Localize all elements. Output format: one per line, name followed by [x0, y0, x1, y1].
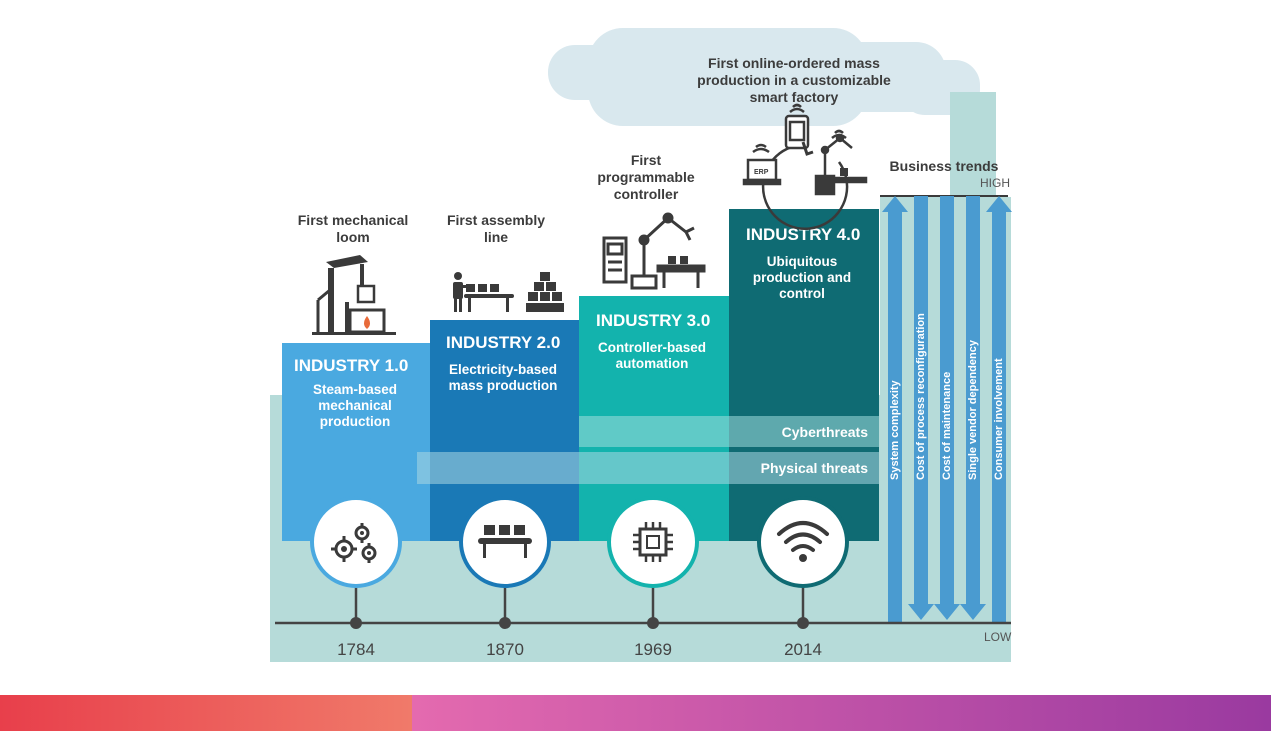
physical-threats-band — [417, 452, 879, 484]
caption-industry-2: First assembly line — [446, 212, 546, 245]
cloud-caption: First online-ordered mass production in … — [697, 55, 891, 105]
gradient-bar-left — [0, 695, 412, 731]
industry-desc-2: Electricity-based mass production — [448, 362, 558, 393]
wifi-icon — [757, 496, 849, 588]
gears-icon — [310, 496, 402, 588]
industry-title-3: INDUSTRY 3.0 — [596, 311, 711, 330]
gradient-bar-right — [412, 695, 1271, 731]
physical-threats-label: Physical threats — [760, 460, 868, 476]
chip-icon — [607, 496, 699, 588]
smart-factory-icon — [742, 103, 868, 230]
high-label: HIGH — [980, 176, 1010, 190]
controller-robot-icon — [602, 212, 706, 290]
cloud-shape — [548, 28, 980, 126]
conveyor-icon — [459, 496, 551, 588]
cyberthreats-label: Cyberthreats — [781, 424, 868, 440]
industry-title-4: INDUSTRY 4.0 — [746, 225, 861, 244]
low-label: LOW — [984, 630, 1012, 644]
year-1784: 1784 — [337, 640, 375, 659]
year-2014: 2014 — [784, 640, 822, 659]
caption-industry-3: First programmable controller — [597, 152, 695, 202]
industry-desc-1: Steam-based mechanical production — [312, 382, 398, 429]
cyberthreats-band — [579, 416, 879, 447]
year-1870: 1870 — [486, 640, 524, 659]
erp-label: ERP — [754, 169, 769, 176]
assembly-line-icon — [453, 272, 564, 312]
industry-desc-3: Controller-based automation — [597, 340, 706, 371]
caption-industry-1: First mechanical loom — [297, 212, 409, 245]
industry-desc-4: Ubiquitous production and control — [752, 254, 852, 301]
industry-title-2: INDUSTRY 2.0 — [446, 333, 561, 352]
year-1969: 1969 — [634, 640, 672, 659]
business-trends-title: Business trends — [889, 158, 999, 174]
industry-title-1: INDUSTRY 1.0 — [294, 356, 409, 375]
loom-icon — [312, 255, 396, 335]
industry-column-4 — [729, 209, 879, 541]
